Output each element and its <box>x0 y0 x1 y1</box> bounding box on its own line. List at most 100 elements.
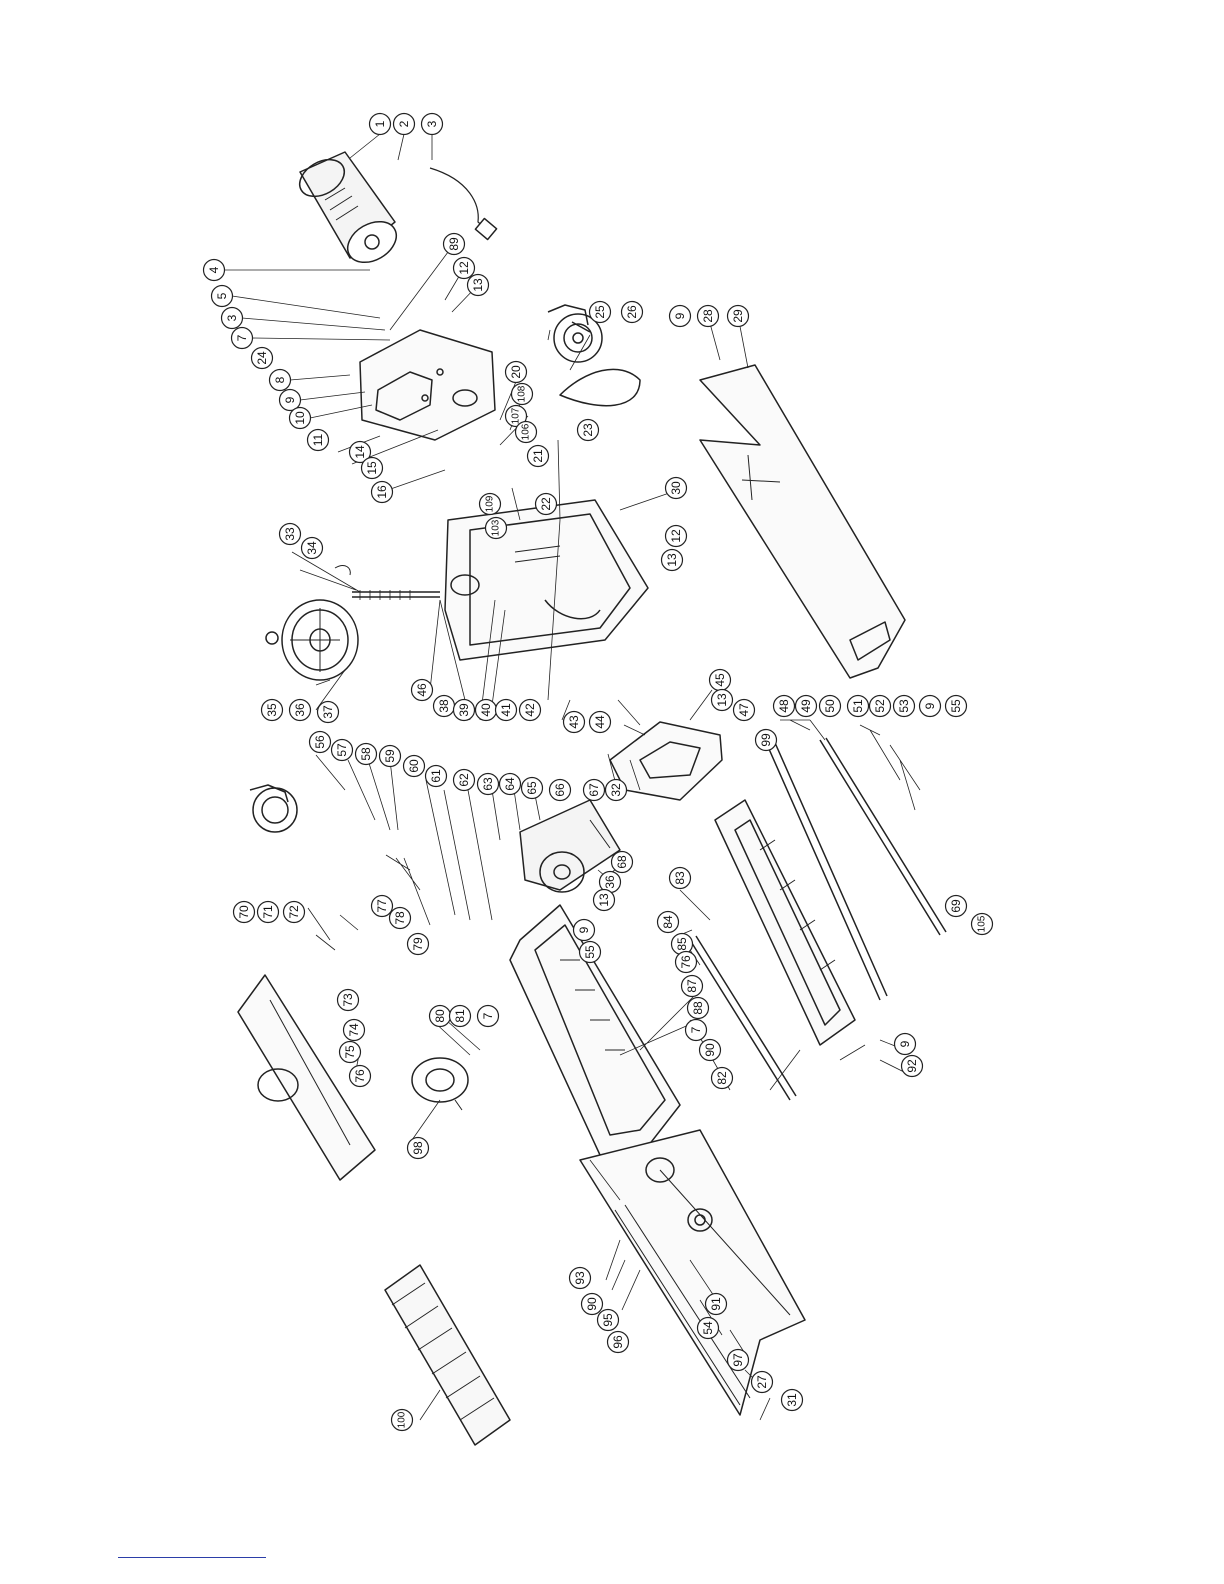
callout-label: 11 <box>311 433 325 446</box>
callout-91: 91 <box>704 1292 728 1316</box>
callout-label: 89 <box>447 237 461 251</box>
lead-screw <box>334 565 440 600</box>
callout-circle <box>368 112 392 136</box>
callout-circle <box>944 694 968 718</box>
callout-circle <box>772 694 796 718</box>
callout-circle <box>686 996 710 1020</box>
callout-4: 4 <box>202 258 226 282</box>
callout-64: 64 <box>498 772 522 796</box>
callout-label: 106 <box>521 423 532 440</box>
callout-label: 55 <box>949 699 963 713</box>
callout-3: 3 <box>420 112 444 136</box>
callout-circle <box>696 304 720 328</box>
callout-label: 42 <box>523 703 537 717</box>
bearings-lower <box>645 1157 713 1232</box>
callout-label: 12 <box>669 529 683 543</box>
callout-circle <box>308 730 332 754</box>
callout-45: 45 <box>708 668 732 692</box>
callout-label: 74 <box>347 1023 361 1037</box>
callout-circle <box>588 300 612 324</box>
callout-label: 78 <box>393 911 407 925</box>
callout-9: 9 <box>893 1032 917 1056</box>
callout-label: 92 <box>905 1059 919 1073</box>
callout-8: 8 <box>268 368 292 392</box>
callout-circle <box>568 1266 592 1290</box>
callout-label: 87 <box>685 979 699 993</box>
callout-label: 41 <box>499 703 513 717</box>
callout-circle <box>664 524 688 548</box>
callout-circle <box>750 1370 774 1394</box>
callout-41: 41 <box>494 698 518 722</box>
callout-51: 51 <box>846 694 870 718</box>
callout-39: 39 <box>452 698 476 722</box>
callout-33: 33 <box>278 522 302 546</box>
callout-77: 77 <box>370 894 394 918</box>
callout-106: 106 <box>514 420 538 444</box>
callout-label: 32 <box>609 783 623 797</box>
callout-circle <box>698 1038 722 1062</box>
callout-47: 47 <box>732 698 756 722</box>
callout-93: 93 <box>568 1266 592 1290</box>
callout-circle <box>664 476 688 500</box>
callout-label: 107 <box>511 407 522 424</box>
callout-circle <box>230 326 254 350</box>
callout-circle <box>282 900 306 924</box>
callout-label: 21 <box>531 449 545 463</box>
callout-label: 75 <box>343 1045 357 1059</box>
callout-circle <box>526 444 550 468</box>
callout-circle <box>390 1408 414 1432</box>
callout-label: 44 <box>593 715 607 729</box>
callout-label: 69 <box>949 899 963 913</box>
callout-28: 28 <box>696 304 720 328</box>
callout-label: 5 <box>215 292 229 299</box>
callout-label: 9 <box>283 396 297 403</box>
callout-circle <box>696 1316 720 1340</box>
callout-105: 105 <box>970 912 994 936</box>
callout-2: 2 <box>392 112 416 136</box>
callout-circle <box>684 1018 708 1042</box>
callout-label: 57 <box>335 743 349 757</box>
callout-circle <box>510 382 534 406</box>
callout-circle <box>424 764 448 788</box>
callout-circle <box>300 536 324 560</box>
callout-circle <box>452 698 476 722</box>
callout-label: 47 <box>737 703 751 717</box>
callout-label: 31 <box>785 1393 799 1407</box>
callout-92: 92 <box>900 1054 924 1078</box>
callout-35: 35 <box>260 698 284 722</box>
callout-label: 33 <box>283 527 297 541</box>
callout-circle <box>604 778 628 802</box>
callout-circle <box>210 284 234 308</box>
gearbox <box>519 799 621 893</box>
callout-circle <box>260 698 284 722</box>
callout-circle <box>476 772 500 796</box>
callout-circle <box>288 406 312 430</box>
callout-12: 12 <box>452 256 476 280</box>
callout-22: 22 <box>534 492 558 516</box>
callout-103: 103 <box>484 516 508 540</box>
callout-label: 80 <box>433 1009 447 1023</box>
callout-63: 63 <box>476 772 500 796</box>
callout-46: 46 <box>410 678 434 702</box>
callout-label: 16 <box>375 485 389 499</box>
callout-label: 51 <box>851 699 865 713</box>
callout-circle <box>592 888 616 912</box>
callout-label: 34 <box>305 541 319 555</box>
callout-7: 7 <box>476 1004 500 1028</box>
callout-42: 42 <box>518 698 542 722</box>
callout-label: 61 <box>429 769 443 783</box>
callout-74: 74 <box>342 1018 366 1042</box>
callout-label: 99 <box>759 733 773 747</box>
callout-3: 3 <box>220 306 244 330</box>
callout-circle <box>448 1004 472 1028</box>
callout-98: 98 <box>406 1136 430 1160</box>
callout-9: 9 <box>278 388 302 412</box>
callout-13: 13 <box>710 688 734 712</box>
callout-label: 79 <box>411 937 425 951</box>
callout-13: 13 <box>660 548 684 572</box>
callout-label: 9 <box>923 702 937 709</box>
callout-circle <box>606 1330 630 1354</box>
callout-circle <box>360 456 384 480</box>
side-rail <box>714 799 856 1046</box>
callout-62: 62 <box>452 768 476 792</box>
